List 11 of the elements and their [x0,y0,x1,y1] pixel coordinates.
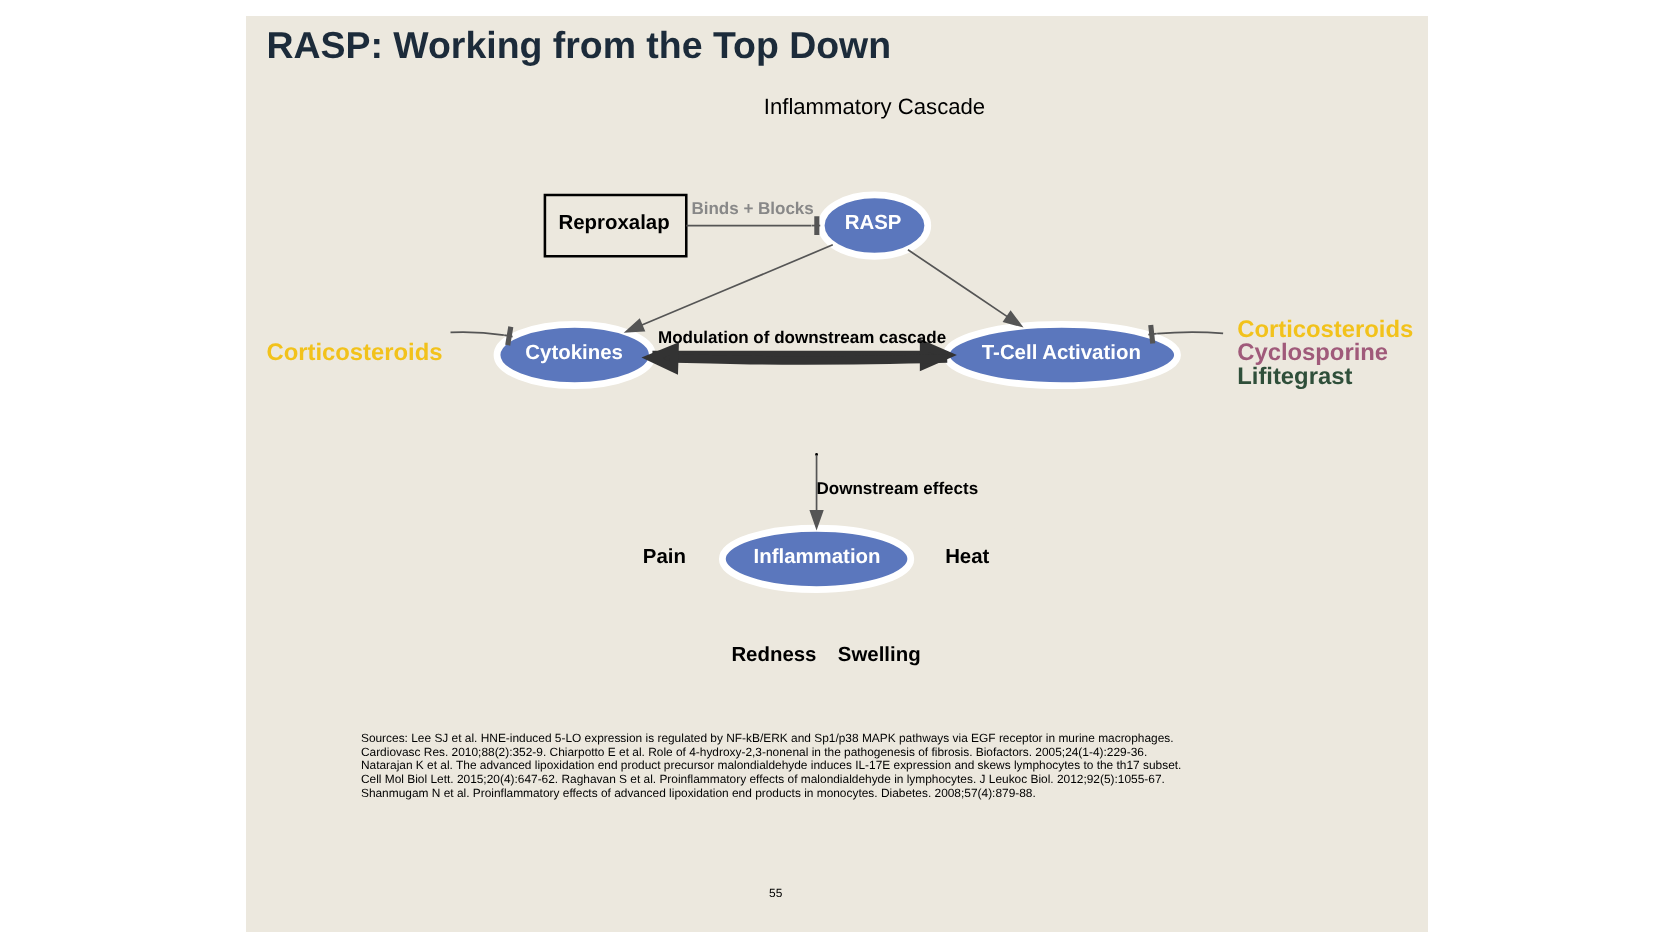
label: Inflammatory Cascade [763,95,986,120]
node-label: Swelling [837,645,921,668]
node-label: Heat [945,546,990,569]
node-text: Corticosteroids [266,337,443,366]
node-label: Redness [731,645,817,668]
edge-label: Downstream effects [816,478,979,499]
edge-label: Modulation of downstream cascade [658,327,947,348]
edge-label: Binds + Blocks [691,197,814,218]
diagram-title: RASP: Working from the Top Down [266,23,892,66]
node-label: Pain [642,546,686,569]
node-text: Corticosteroids Cyclosporine Lifitegrast [1237,314,1414,391]
